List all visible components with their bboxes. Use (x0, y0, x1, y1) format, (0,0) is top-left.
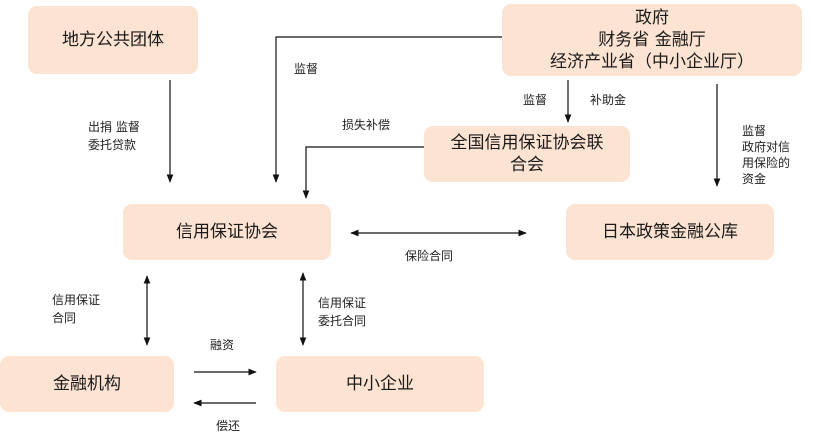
edge-label-assoc-bank-1: 信用保证 (52, 293, 101, 307)
jfc-node: 日本政策金融公库 (566, 204, 774, 260)
government-label-line2: 财务省 金融厅 (598, 30, 706, 50)
credit-guarantee-assoc-label: 信用保证协会 (176, 222, 278, 242)
edge-label-jfc-4: 资金 (742, 172, 767, 186)
local-public-body-label: 地方公共团体 (62, 30, 164, 50)
edge-label-jfc-2: 政府对信 (742, 140, 791, 154)
edge-label-subsidy: 补助金 (590, 93, 627, 107)
arrow-gov-supervise-assoc (272, 36, 502, 183)
edge-label-supervise-left: 监督 (294, 62, 319, 76)
arrow-federation-loss-comp (302, 146, 424, 199)
edge-label-financing: 融资 (210, 338, 235, 352)
financial-institution-label: 金融机构 (53, 374, 121, 394)
edge-label-repayment: 偿还 (216, 419, 241, 433)
government-label-line1: 政府 (635, 8, 669, 28)
edge-label-loss-comp: 损失补偿 (342, 118, 391, 132)
edge-label-local-1: 出捐 监督 (88, 120, 140, 134)
jfc-label: 日本政策金融公库 (602, 222, 738, 242)
edge-label-insurance: 保险合同 (405, 249, 454, 263)
edge-label-jfc-3: 用保险的 (742, 156, 791, 170)
national-federation-label-line1: 全国信用保证协会联 (450, 133, 604, 153)
edge-label-local-2: 委托贷款 (88, 138, 137, 152)
credit-guarantee-assoc-node: 信用保证协会 (123, 204, 331, 260)
sme-label: 中小企业 (346, 374, 414, 394)
edge-label-assoc-bank-2: 合同 (52, 311, 77, 325)
edge-label-assoc-sme-1: 信用保证 (318, 296, 367, 310)
local-public-body-node: 地方公共团体 (28, 6, 198, 74)
government-node: 政府 财务省 金融厅 经济产业省（中小企业厅） (502, 4, 802, 76)
government-label-line3: 经济产业省（中小企业厅） (550, 52, 754, 72)
national-federation-label-line2: 合会 (510, 155, 544, 175)
national-federation-node: 全国信用保证协会联 合会 (424, 126, 630, 182)
edge-label-assoc-sme-2: 委托合同 (318, 314, 367, 328)
edge-label-jfc-1: 监督 (742, 124, 767, 138)
sme-node: 中小企业 (276, 356, 484, 412)
financial-institution-node: 金融机构 (0, 356, 174, 412)
edge-label-supervise-fed: 监督 (523, 93, 548, 107)
